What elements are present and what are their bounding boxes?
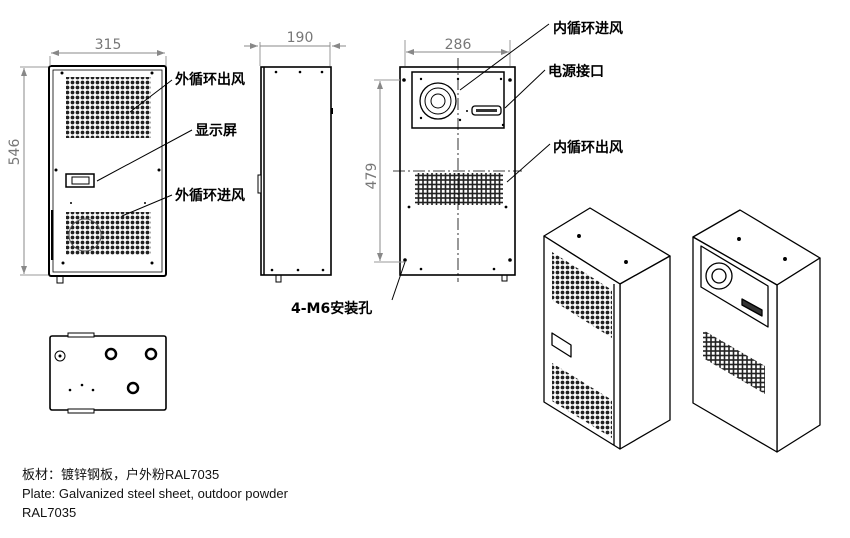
side-view: 190 — [244, 30, 346, 283]
material-note-en: Plate: Galvanized steel sheet, outdoor p… — [22, 486, 288, 501]
isometric-front-view — [543, 207, 671, 450]
outlet-grille — [66, 77, 151, 138]
callout-external-outlet: 外循环出风 — [175, 71, 245, 88]
dim-front-height: 546 — [7, 139, 23, 166]
callout-display: 显示屏 — [195, 123, 237, 139]
internal-outlet-grille — [415, 173, 503, 205]
fan-icon — [419, 82, 457, 120]
dim-side-depth: 190 — [287, 30, 314, 46]
callout-external-inlet: 外循环进风 — [175, 187, 245, 204]
bottom-view — [49, 332, 167, 414]
material-note-ral: RAL7035 — [22, 505, 77, 520]
callout-internal-outlet: 内循环出风 — [553, 139, 623, 156]
material-note-cn: 板材：镀锌钢板，户外粉RAL7035 — [22, 467, 220, 482]
callout-mount-holes: 4-M6安装孔 — [291, 300, 372, 317]
inlet-grille — [66, 212, 151, 255]
display-screen — [65, 173, 95, 188]
power-connector — [471, 105, 502, 116]
callout-internal-inlet: 内循环进风 — [553, 20, 623, 37]
dim-hole-spacing: 479 — [364, 163, 380, 190]
rear-view: 286 479 内循环进风 电源接口 内循环出风 4-M6安装孔 — [291, 20, 623, 317]
dim-rear-width: 286 — [445, 37, 472, 53]
dim-front-width: 315 — [95, 37, 122, 53]
front-view: 315 546 外循环出风 显示屏 外循环进风 — [7, 37, 245, 284]
callout-power-port: 电源接口 — [548, 63, 604, 80]
isometric-rear-view — [692, 209, 821, 453]
